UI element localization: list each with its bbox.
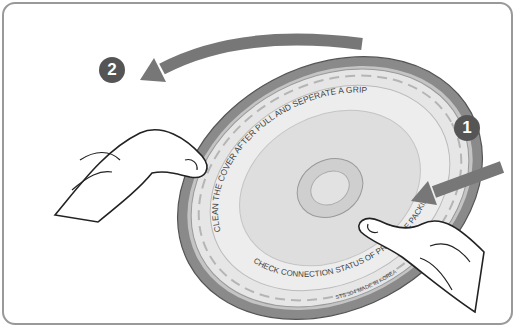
callout-circle [454,115,480,141]
lid-inscription-path: CLEAN THE COVER AFTER PULL AND SEPERATE … [175,65,396,236]
arrow-head [140,58,166,82]
lid-inscription: CLEAN THE COVER AFTER PULL AND SEPERATE … [175,65,396,236]
hand [55,130,207,222]
center-knob [287,147,373,228]
text-path [184,55,434,243]
fingernail [368,224,378,233]
center-knob [305,164,355,211]
callout-number: 1 [455,116,479,140]
finger-line [420,244,470,290]
callout-number: 2 [100,58,124,82]
finger-line [72,153,120,191]
lid-ring [159,31,500,327]
lid-inscription-path: STS 304 MADE IN KOREA [334,264,398,306]
fingernail [185,160,197,170]
arrow-head [411,181,437,205]
text-path [204,121,507,327]
push-arrow [434,167,502,192]
hand [359,219,484,313]
lid-inscription: STS 304 MADE IN KOREA [334,264,398,306]
rotation-arrow [162,40,362,69]
callout-circle [99,57,125,83]
